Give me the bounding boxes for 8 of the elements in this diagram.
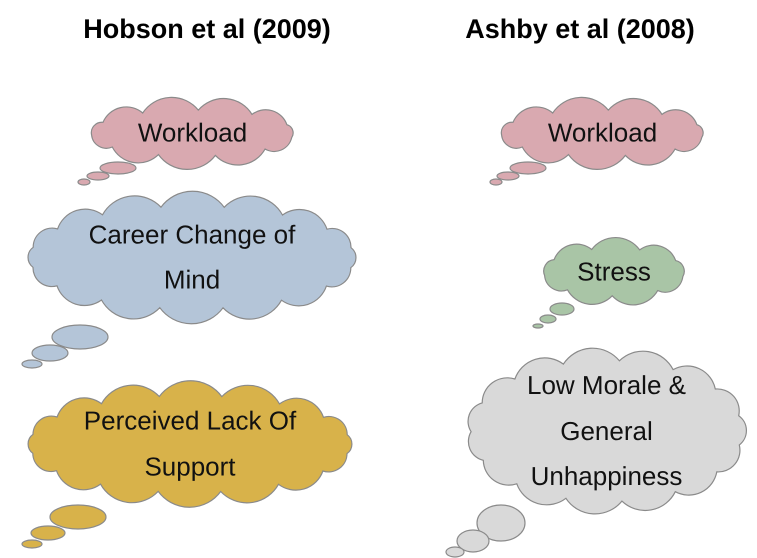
cloud-label: Stress bbox=[576, 255, 652, 288]
cloud-label: Workload bbox=[546, 116, 658, 150]
cloud-label: Low Morale & General Unhappiness bbox=[526, 368, 687, 493]
cloud-label: Perceived Lack Of Support bbox=[82, 404, 298, 483]
cloud-label: Workload bbox=[136, 116, 248, 150]
column-heading: Hobson et al (2009) bbox=[83, 14, 331, 45]
cloud-label: Career Change of Mind bbox=[88, 218, 296, 296]
column-heading: Ashby et al (2008) bbox=[465, 14, 695, 45]
